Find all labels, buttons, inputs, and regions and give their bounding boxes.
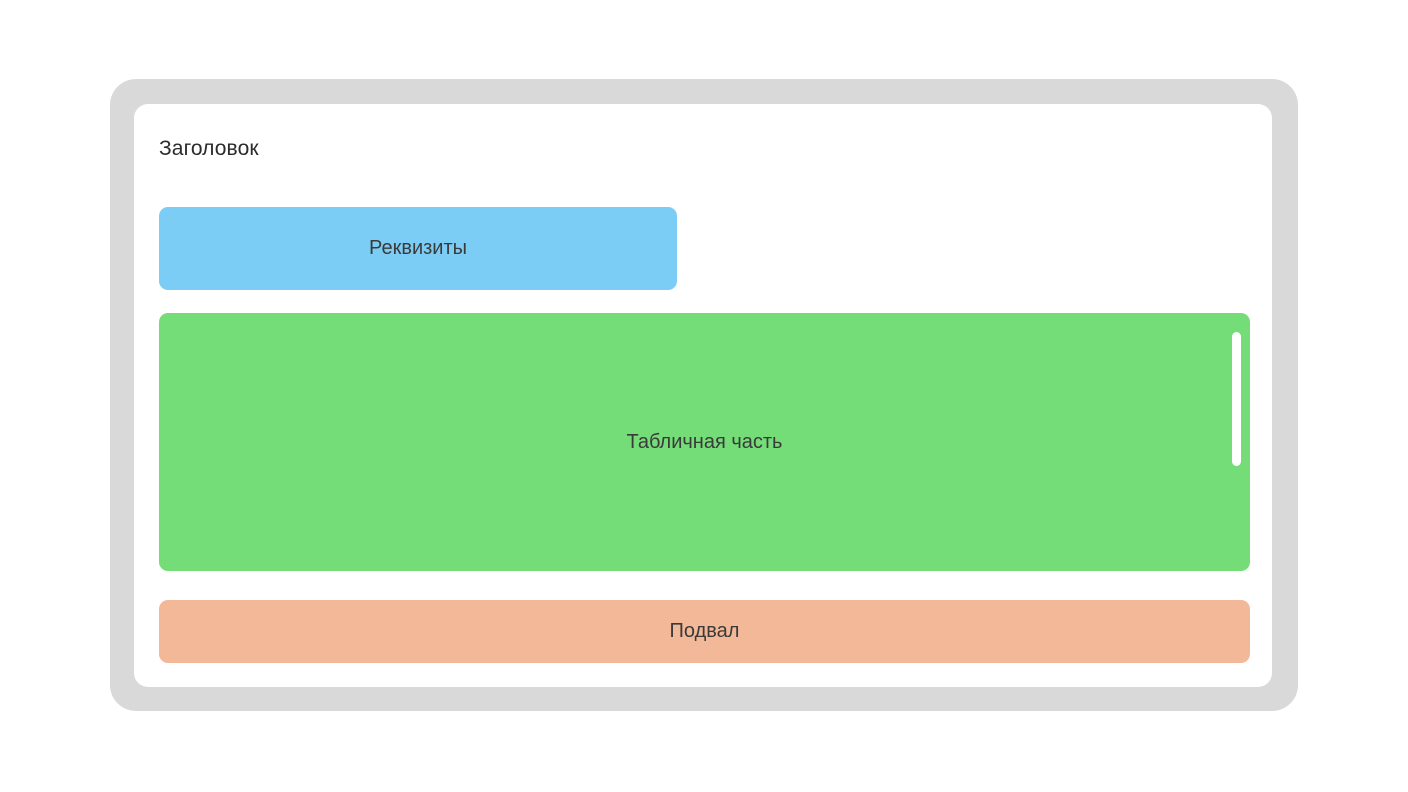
table-part-scrollbar[interactable] <box>1232 321 1241 563</box>
region-footer-label: Подвал <box>669 620 740 642</box>
form-title: Заголовок <box>159 137 259 160</box>
region-footer[interactable]: Подвал <box>159 600 1250 663</box>
region-attributes[interactable]: Реквизиты <box>159 207 677 290</box>
region-table-part-label: Табличная часть <box>626 430 783 453</box>
region-attributes-label: Реквизиты <box>368 237 467 259</box>
table-part-scrollbar-thumb[interactable] <box>1232 332 1241 466</box>
region-table-part[interactable]: Табличная часть <box>159 313 1250 571</box>
